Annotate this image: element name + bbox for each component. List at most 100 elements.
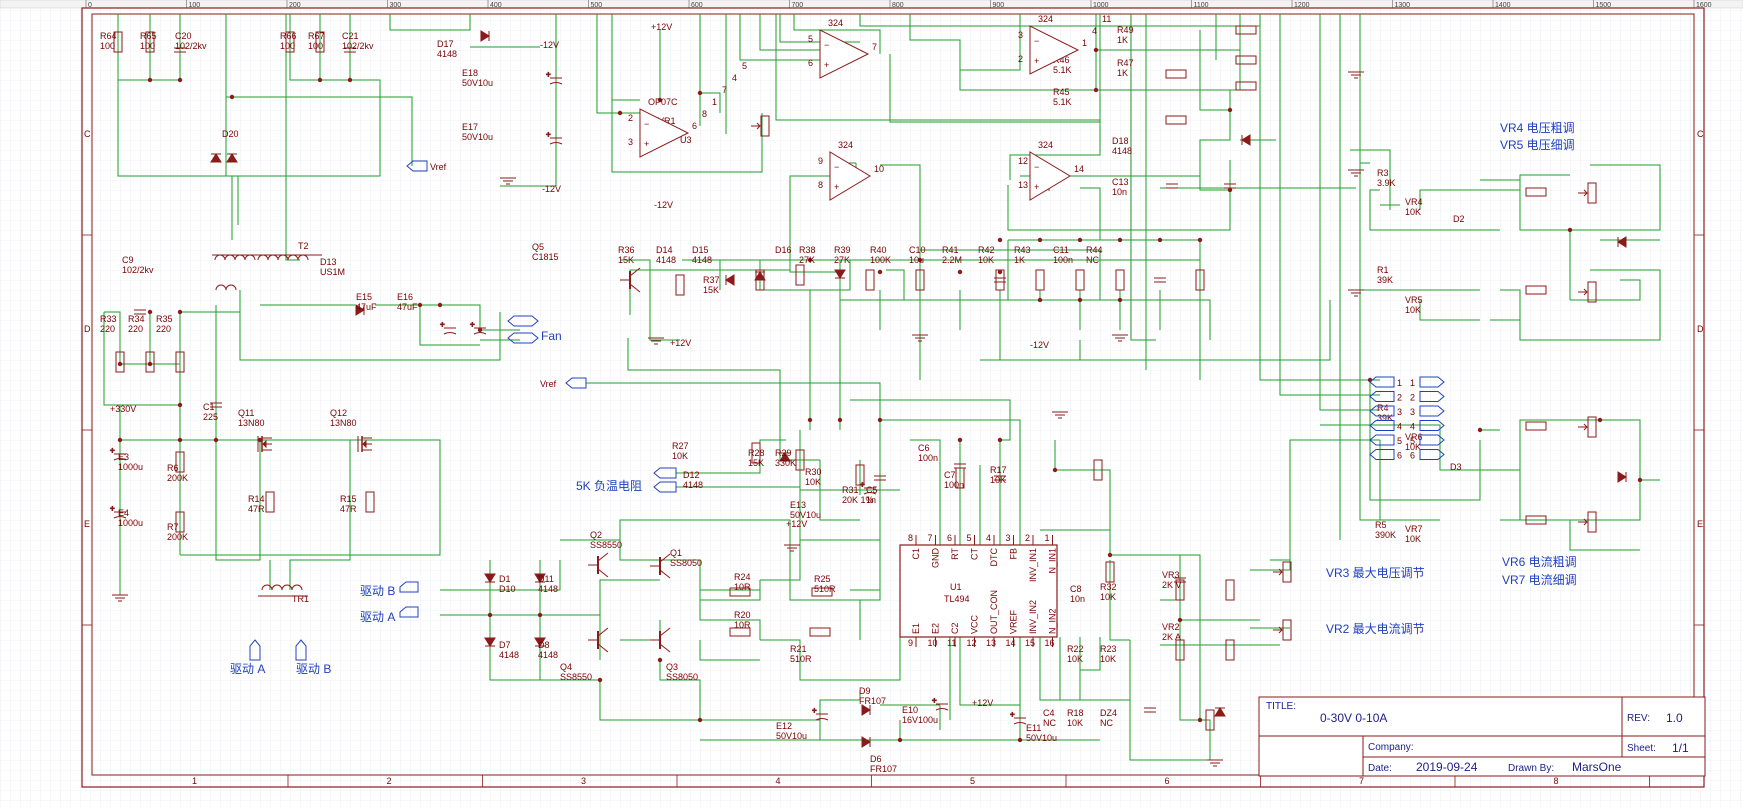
wire [389, 14, 471, 31]
wire [1039, 290, 1211, 340]
junction-dot [807, 257, 813, 263]
transistor-q5 [620, 267, 641, 293]
part-value: 10K [1100, 592, 1116, 602]
junctions [117, 47, 1643, 743]
zone-v-label: E [84, 519, 90, 529]
wire [682, 259, 841, 272]
part-label-r3: R33.9K [1377, 168, 1396, 188]
part-ref: Q4 [560, 662, 572, 672]
part-value: 10K [805, 477, 821, 487]
transistor-q3 [650, 627, 671, 653]
resistor [1115, 269, 1125, 291]
part-ref: R4 [1377, 403, 1389, 413]
opamp-pin: 6 [808, 58, 813, 68]
wire [699, 640, 760, 661]
ic-pins: 8C17GND6RT5CT4DTC3FB2INV_IN11N_IN19E110E… [908, 533, 1058, 648]
part-value: 16V100u [902, 715, 938, 725]
wire [909, 14, 1021, 71]
opamp-pin: 3 [628, 137, 633, 147]
ic-tl494[interactable]: U1 TL494 8C17GND6RT5CT4DTC3FB2INV_IN11N_… [899, 533, 1058, 648]
opamp-pin: 7 [722, 85, 727, 95]
wire [489, 560, 520, 681]
wire [1109, 560, 1130, 641]
ruler-label: 1500 [1596, 2, 1612, 9]
opamps: −+OP07CU332681745−+324657−+324231411−+32… [628, 14, 1111, 201]
part-ref: D14 [656, 245, 673, 255]
junction-dot [1477, 427, 1483, 433]
opamp-pin: 1 [712, 97, 717, 107]
ic-pin-number: 6 [947, 533, 952, 543]
junction-dot [657, 97, 663, 103]
part-value: 10K [990, 475, 1006, 485]
opamp-ref: U3 [680, 135, 692, 145]
vref-label-2: Vref [540, 379, 557, 389]
part-ref: VR3 [1162, 570, 1180, 580]
part-value: 27K [834, 255, 850, 265]
wire [1570, 164, 1661, 231]
part-ref: R34 [128, 314, 145, 324]
connector-right-number: 6 [1410, 451, 1415, 461]
capacitor [1174, 577, 1186, 583]
plus-sign: + [546, 130, 551, 139]
junction-dot [1567, 227, 1573, 233]
wire [1080, 637, 1101, 671]
junction-dot [117, 437, 123, 443]
opamp-pin: 8 [818, 180, 823, 190]
junction-dot [147, 361, 153, 367]
junction-dot [1052, 467, 1058, 473]
part-value: 102/2kv [175, 41, 207, 51]
part-ref: D9 [859, 686, 871, 696]
opamp-minus: − [644, 119, 649, 129]
ic-part: TL494 [944, 594, 970, 604]
connector-left-pin [1369, 405, 1395, 417]
part-ref: D1 [499, 574, 511, 584]
connector-left-number: 5 [1397, 436, 1402, 446]
part-ref: E10 [902, 705, 918, 715]
opamp-plus: + [1034, 56, 1039, 66]
wire [375, 304, 520, 331]
part-ref: R45 [1053, 87, 1070, 97]
resistor [175, 511, 185, 533]
ic-pin-number: 5 [967, 533, 972, 543]
junction-dot [1077, 297, 1083, 303]
annotations: VR4 电压粗调 VR5 电压细调 VR6 电流粗调 VR7 电流细调 VR3 … [230, 121, 1577, 676]
wire [789, 530, 861, 640]
junction-dot [347, 77, 353, 83]
ic-pin-number: 14 [1006, 638, 1016, 648]
connector-right-number: 4 [1410, 422, 1415, 432]
wire [119, 405, 441, 556]
junction-dot [177, 77, 183, 83]
wire [760, 639, 801, 660]
part-ref: D3 [1450, 462, 1462, 472]
resistor [1093, 459, 1103, 481]
opamp-part: 324 [838, 140, 853, 150]
capacitor [994, 475, 1006, 481]
resistor [729, 587, 751, 597]
wire [889, 14, 1101, 123]
junction-dot [537, 612, 543, 618]
wire [759, 14, 820, 51]
ic-pin-name: OUT_CON [989, 590, 999, 634]
part-ref: Q2 [590, 530, 602, 540]
note-ntc: 5K 负温电阻 [576, 479, 642, 493]
title-block: TITLE: 0-30V 0-10A REV: 1.0 Company: She… [1258, 696, 1706, 777]
part-value: D10 [499, 584, 516, 594]
ruler-label: 1100 [1194, 2, 1209, 9]
ic-pin-number: 1 [1045, 533, 1050, 543]
junction-dot [597, 677, 603, 683]
part-ref: R33 [100, 314, 117, 324]
part-ref: R20 [734, 610, 751, 620]
part-value: 100n [1053, 255, 1073, 265]
